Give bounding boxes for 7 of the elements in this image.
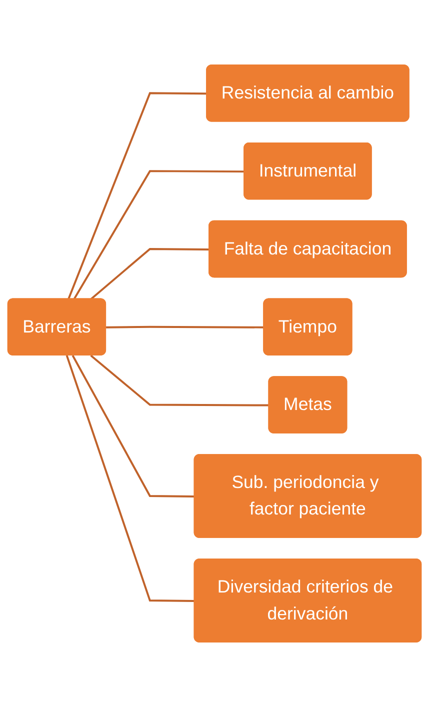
connector <box>90 248 210 300</box>
connector <box>90 354 270 406</box>
connector <box>68 92 208 300</box>
connector <box>106 326 264 328</box>
connector <box>73 170 245 300</box>
connector <box>66 355 195 602</box>
connector <box>72 355 195 498</box>
